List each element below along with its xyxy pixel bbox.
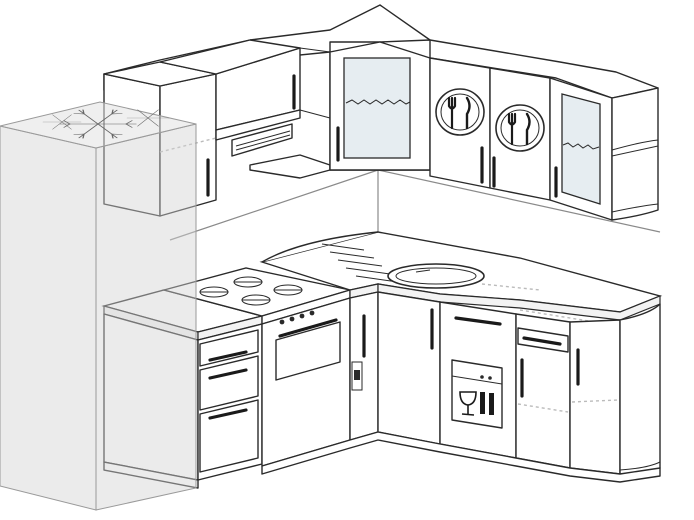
stove[interactable] bbox=[161, 267, 351, 467]
extractor-hood bbox=[215, 109, 301, 157]
base-open-shelves bbox=[619, 303, 661, 475]
fridge-side bbox=[0, 125, 97, 511]
fridge-top bbox=[0, 101, 197, 149]
corner-glass-door[interactable] bbox=[343, 57, 411, 159]
fridge[interactable] bbox=[0, 101, 197, 511]
wine-glass-icon bbox=[459, 391, 494, 416]
fork-knife-plate-icon bbox=[435, 88, 485, 136]
wall-cabinets bbox=[103, 4, 659, 221]
base-right-cabinet[interactable] bbox=[569, 319, 621, 475]
burners bbox=[199, 276, 303, 306]
fork-knife-plate-icon bbox=[495, 104, 545, 152]
side-appliance bbox=[351, 361, 363, 391]
stove-knobs[interactable] bbox=[279, 310, 315, 325]
right-glass-door[interactable] bbox=[561, 93, 601, 205]
oven-door[interactable] bbox=[275, 321, 341, 381]
fridge-front bbox=[95, 123, 197, 511]
drawer-1[interactable] bbox=[199, 329, 259, 367]
wall-open-shelf bbox=[249, 154, 331, 179]
dishwasher[interactable] bbox=[439, 301, 517, 459]
sink[interactable] bbox=[321, 243, 485, 289]
snowflake-icon bbox=[42, 109, 170, 139]
wall-rounded-shelf bbox=[611, 87, 659, 221]
base-cabinets bbox=[101, 231, 663, 489]
